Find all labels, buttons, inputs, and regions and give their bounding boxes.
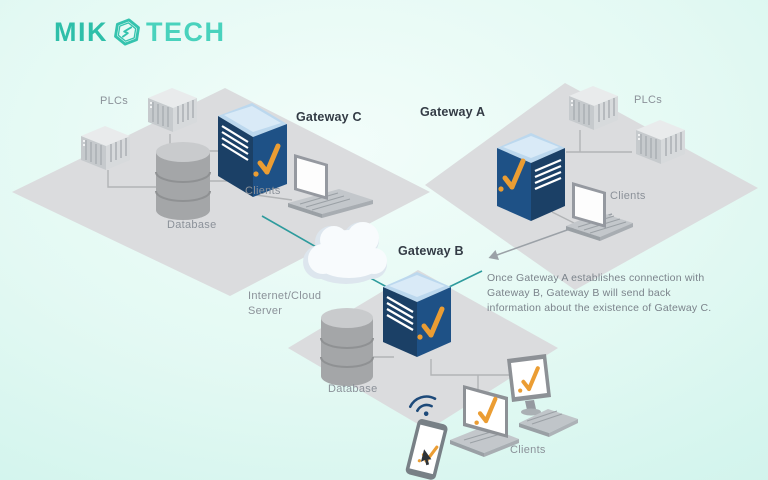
platform-gateway-a xyxy=(425,83,758,290)
label-database-gateway-c: Database xyxy=(167,219,217,231)
cloud-label-line2: Server xyxy=(248,305,283,317)
label-internet-cloud-server: Internet/Cloud Server xyxy=(248,289,321,319)
database-cylinder xyxy=(320,308,374,386)
label-clients-gateway-b: Clients xyxy=(510,444,546,456)
gateway-c-server xyxy=(218,103,287,197)
hexagon-bolt-icon xyxy=(114,18,140,46)
wifi-icon xyxy=(408,395,437,416)
label-clients-gateway-a: Clients xyxy=(610,190,646,202)
cloud-icon xyxy=(303,222,387,284)
client-laptop xyxy=(450,385,519,457)
client-smartphone xyxy=(405,419,448,480)
connector-lines-gateway-a xyxy=(551,130,632,225)
annotation-line2: Gateway B, Gateway B will send back xyxy=(487,287,671,299)
annotation-line3: information about the existence of Gatew… xyxy=(487,302,712,314)
logo-text-left: MIK xyxy=(54,16,108,47)
client-laptop xyxy=(288,154,373,218)
plc-rack xyxy=(636,120,685,164)
label-clients-gateway-c: Clients xyxy=(245,185,281,197)
plc-rack xyxy=(148,88,197,132)
cloud-label-line1: Internet/Cloud xyxy=(248,290,322,302)
logo-text-right: TECH xyxy=(146,16,226,47)
gateway-a-server xyxy=(497,133,565,221)
label-plcs-gateway-a: PLCs xyxy=(634,94,663,106)
plc-rack xyxy=(81,126,130,170)
client-keyboard xyxy=(519,409,578,437)
client-monitor xyxy=(507,354,551,416)
database-cylinder xyxy=(155,142,211,220)
connector-lines-gateway-b xyxy=(373,356,517,391)
label-database-gateway-b: Database xyxy=(328,383,378,395)
logo: MIK TECH xyxy=(54,14,226,50)
label-plcs-gateway-c: PLCs xyxy=(100,95,129,107)
plc-rack xyxy=(569,86,618,130)
label-gateway-a-title: Gateway A xyxy=(420,105,486,119)
label-gateway-b-title: Gateway B xyxy=(398,244,464,258)
gateway-b-server xyxy=(383,272,451,357)
annotation-text: Once Gateway A establishes connection wi… xyxy=(487,271,711,316)
client-laptop xyxy=(566,182,633,241)
annotation-line1: Once Gateway A establishes connection wi… xyxy=(487,272,705,284)
label-gateway-c-title: Gateway C xyxy=(296,110,362,124)
